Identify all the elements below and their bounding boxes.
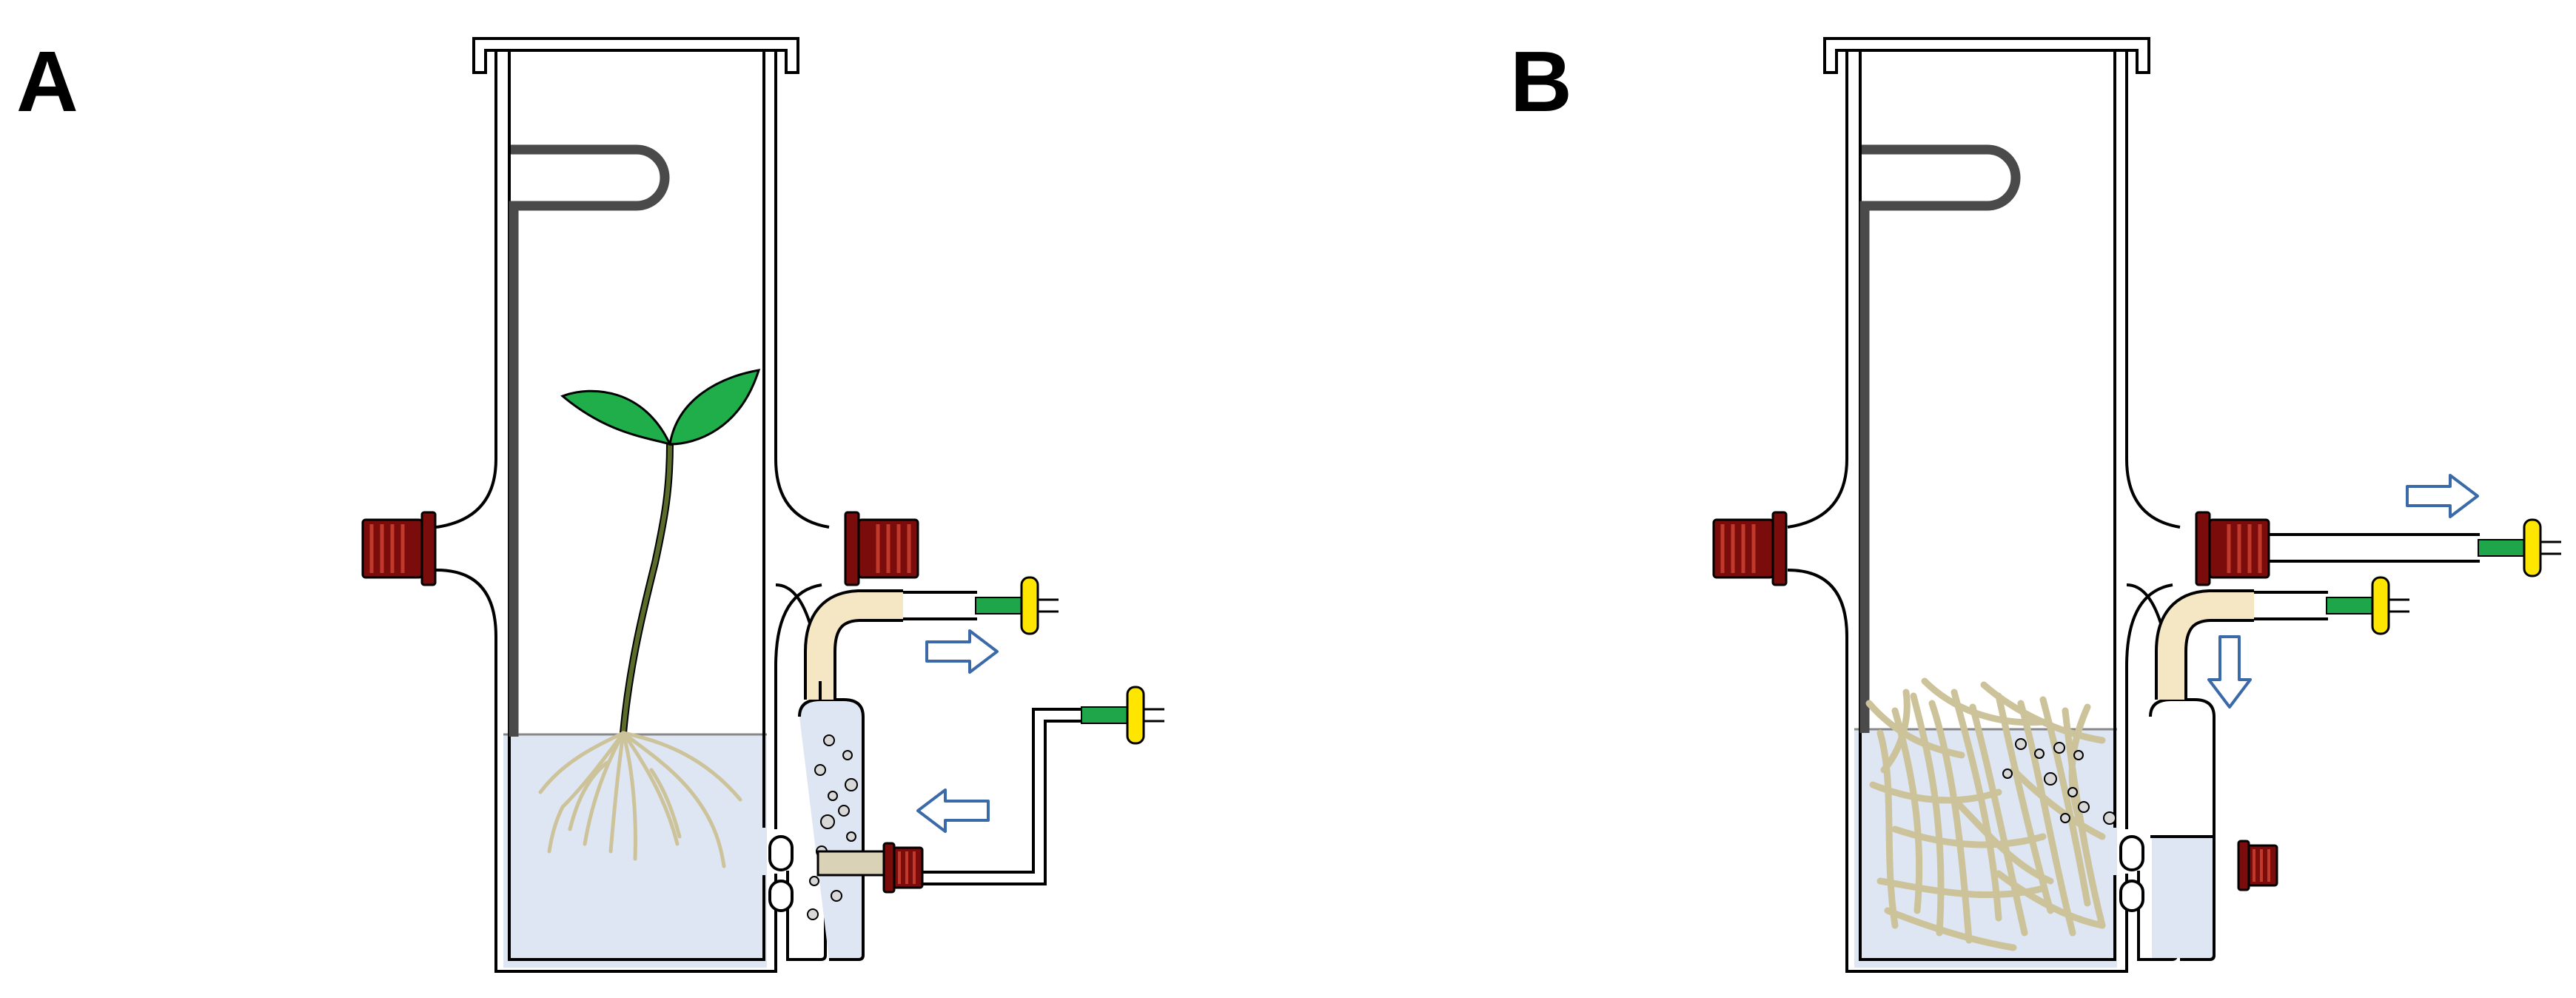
aeration-chamber-b <box>2119 583 2254 961</box>
air-filter-upper-b <box>2477 518 2563 577</box>
air-filter-outlet-a <box>974 576 1060 635</box>
panel-label-b: B <box>1510 33 1572 130</box>
air-filter-inlet-a <box>1080 686 1166 745</box>
screw-cap-lower-b <box>2237 840 2278 891</box>
panel-a-diagram <box>363 37 1166 973</box>
screw-cap-left-b <box>1714 512 1786 585</box>
arrow-down-icon <box>2207 635 2252 709</box>
air-filter-lower-b <box>2325 576 2411 635</box>
screw-cap-right-b <box>2196 512 2269 585</box>
panel-label-a: A <box>16 33 78 130</box>
sampling-rod-a <box>509 144 670 737</box>
aeration-chamber-a <box>768 583 903 961</box>
screw-cap-inlet-a <box>882 842 924 894</box>
arrow-left-icon <box>916 788 990 833</box>
sampling-rod-b <box>1859 144 2021 733</box>
screw-cap-left-a <box>363 512 435 585</box>
arrow-right-icon <box>2406 474 2479 518</box>
hairy-root-culture-b <box>1865 677 2106 951</box>
seedling-a <box>538 369 761 868</box>
screw-cap-right-a <box>845 512 918 585</box>
panel-b-diagram <box>1714 37 2563 973</box>
air-bubbles-b <box>2002 738 2116 825</box>
arrow-right-icon <box>925 629 999 674</box>
